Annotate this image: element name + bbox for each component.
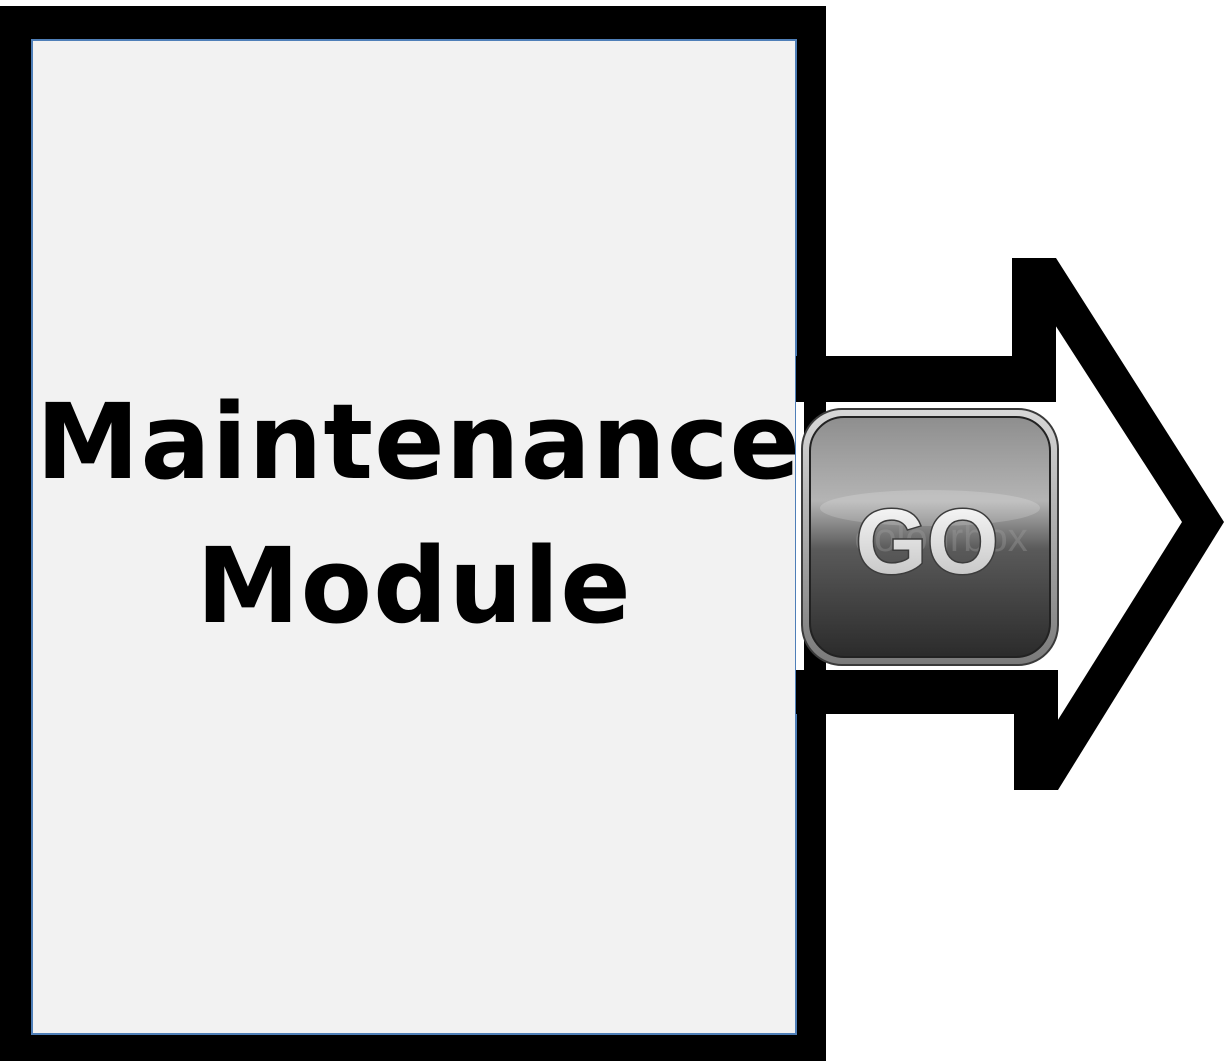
go-button-watermark: colourbox xyxy=(854,516,1027,560)
go-button[interactable]: colourbox GO xyxy=(801,408,1059,666)
module-title-line-1: Maintenance xyxy=(36,381,802,503)
module-panel xyxy=(31,39,797,1035)
module-title: Maintenance Module xyxy=(36,370,802,658)
module-title-line-2: Module xyxy=(196,525,632,647)
arrow-gap xyxy=(796,402,804,670)
go-button-graphic: colourbox GO xyxy=(801,408,1059,666)
right-arrow-icon xyxy=(796,258,1224,790)
go-button-label: GO xyxy=(855,491,998,593)
